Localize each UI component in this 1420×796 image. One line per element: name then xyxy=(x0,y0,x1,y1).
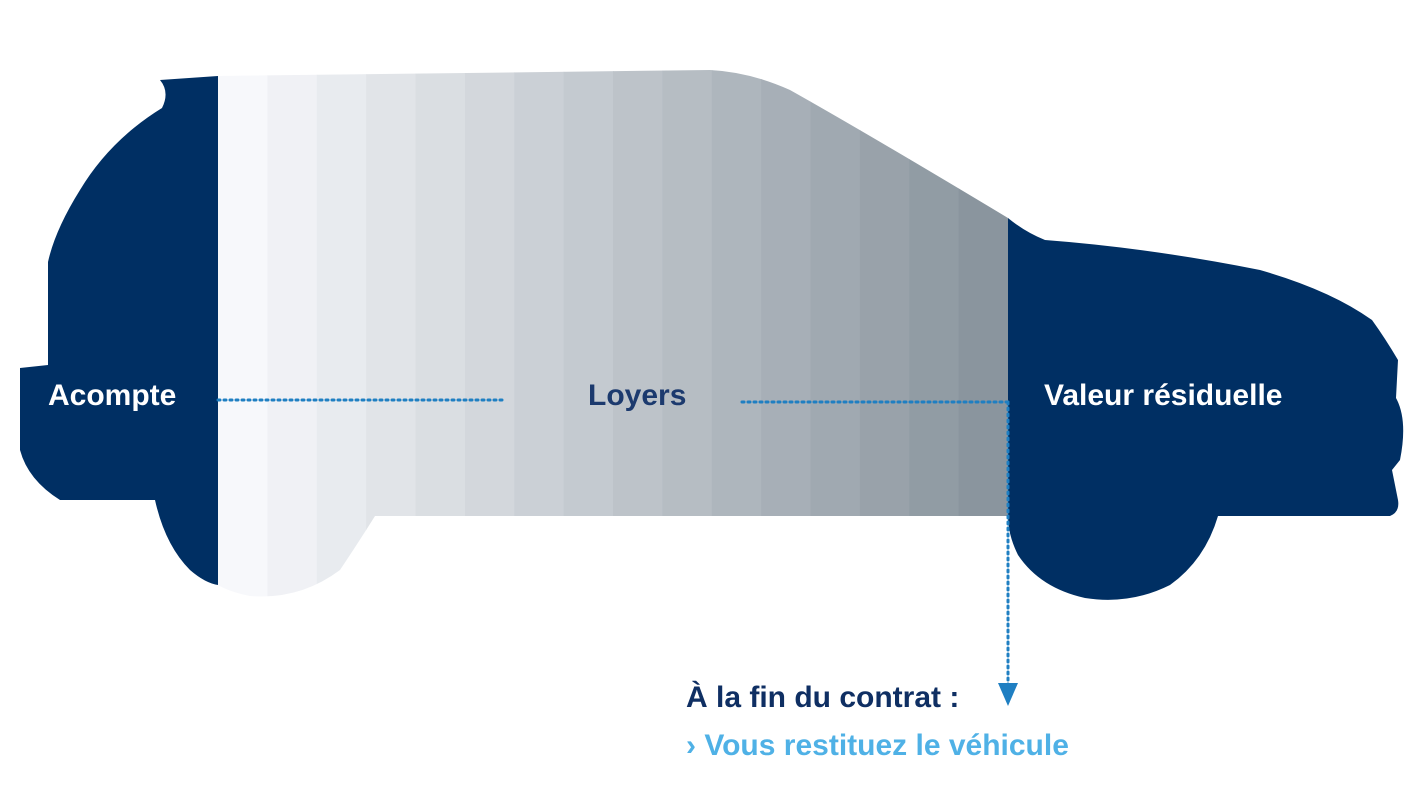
cabin-stripe xyxy=(415,70,466,597)
cabin-stripe xyxy=(859,70,910,597)
cabin-stripe xyxy=(464,70,515,597)
return-vehicle-action: › Vous restituez le véhicule xyxy=(686,729,1069,762)
arrow-down-icon xyxy=(998,683,1018,706)
cabin-stripe xyxy=(761,70,812,597)
cabin-stripe xyxy=(267,70,318,597)
cabin-stripe xyxy=(909,70,960,597)
label-valeur-residuelle: Valeur résiduelle xyxy=(1044,379,1283,412)
label-acompte: Acompte xyxy=(48,379,177,412)
cabin-stripe xyxy=(563,70,614,597)
label-loyers: Loyers xyxy=(588,379,687,412)
cabin-stripe xyxy=(958,70,1008,597)
cabin-stripe xyxy=(316,70,367,597)
end-of-contract-title: À la fin du contrat : xyxy=(686,681,960,714)
cabin-stripe xyxy=(810,70,861,597)
cabin-gradient xyxy=(218,70,1008,597)
cabin-stripe xyxy=(662,70,713,597)
car-rear-section xyxy=(1008,218,1404,600)
cabin-stripe xyxy=(711,70,762,597)
cabin-stripe xyxy=(218,70,268,597)
cabin-stripe xyxy=(514,70,565,597)
cabin-stripe xyxy=(366,70,417,597)
cabin-stripe xyxy=(613,70,663,597)
car-front-section xyxy=(20,76,218,585)
